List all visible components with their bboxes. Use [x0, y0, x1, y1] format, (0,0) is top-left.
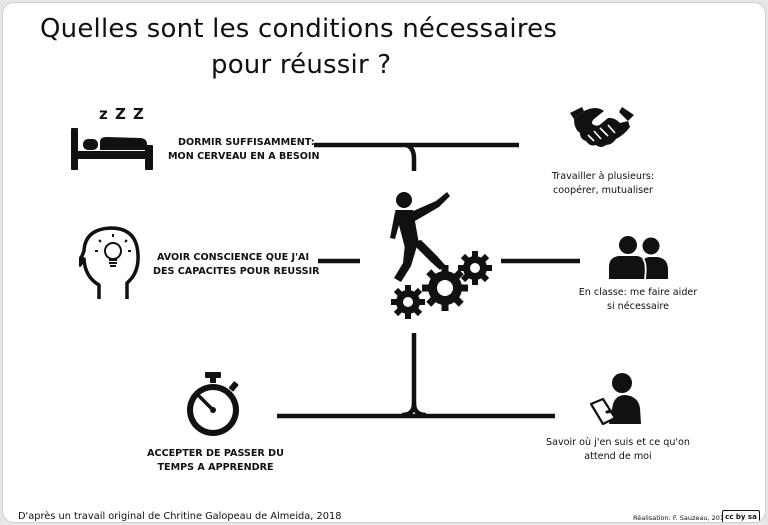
connector-top-stem	[405, 142, 417, 171]
realisation-text: Réalisation: F. Sauzeau, 2019	[633, 514, 729, 522]
cooperate-label-line-2: coopérer, mutualiser	[552, 185, 653, 196]
self-assess-label-line-1: Savoir où j'en suis et ce qu'on	[546, 437, 690, 448]
sleep-z-icon: z Z Z	[99, 105, 145, 123]
gear-large-center-icon	[422, 265, 468, 311]
time-label-line-1: ACCEPTER DE PASSER DU	[147, 448, 284, 459]
connector-bottom-stem	[401, 333, 417, 418]
cooperate-label-line-1: Travailler à plusieurs:	[551, 171, 655, 182]
person-reading-icon	[589, 372, 645, 426]
connector-lines	[277, 142, 580, 419]
bed-icon: z Z Z	[69, 105, 159, 173]
handshake-icon	[568, 101, 636, 151]
climber-on-gears-icon	[381, 186, 493, 321]
awareness-label-line-2: DES CAPACITES POUR REUSSIR	[153, 266, 320, 277]
stopwatch-icon	[183, 371, 245, 439]
head-lightbulb-icon	[77, 225, 143, 301]
gear-small-left-icon	[391, 285, 425, 319]
self-assess-label-line-2: attend de moi	[584, 451, 652, 462]
title-line-1: Quelles sont les conditions nécessaires	[40, 14, 558, 44]
help-label-line-2: si nécessaire	[606, 301, 670, 312]
sleep-label-line-1: DORMIR SUFFISAMMENT:	[178, 137, 315, 148]
awareness-label-line-1: AVOIR CONSCIENCE QUE J'AI	[156, 252, 310, 263]
time-label-line-2: TEMPS A APPRENDRE	[157, 462, 274, 473]
help-label-line-1: En classe: me faire aider	[578, 287, 698, 298]
gear-right-icon	[458, 251, 492, 285]
sleep-label-line-2: MON CERVEAU EN A BESOIN	[168, 151, 320, 162]
title-line-2: pour réussir ?	[211, 50, 392, 80]
cc-license-badge: cc by sa	[722, 510, 760, 522]
credit-text: D'après un travail original de Chritine …	[18, 511, 342, 522]
connector-bottom-curve-right	[411, 402, 427, 418]
two-people-icon	[607, 235, 671, 281]
